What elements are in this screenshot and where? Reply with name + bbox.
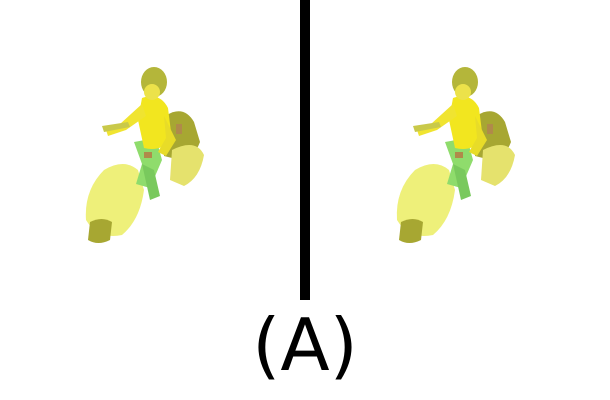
scooter-rider-render-right — [396, 67, 515, 243]
figure-caption: (A) — [252, 303, 358, 387]
scooter-rider-render-left — [85, 67, 204, 243]
scooter-rider-figure — [396, 67, 515, 243]
scooter-rider-figure — [85, 67, 204, 243]
panel-divider — [300, 0, 310, 300]
